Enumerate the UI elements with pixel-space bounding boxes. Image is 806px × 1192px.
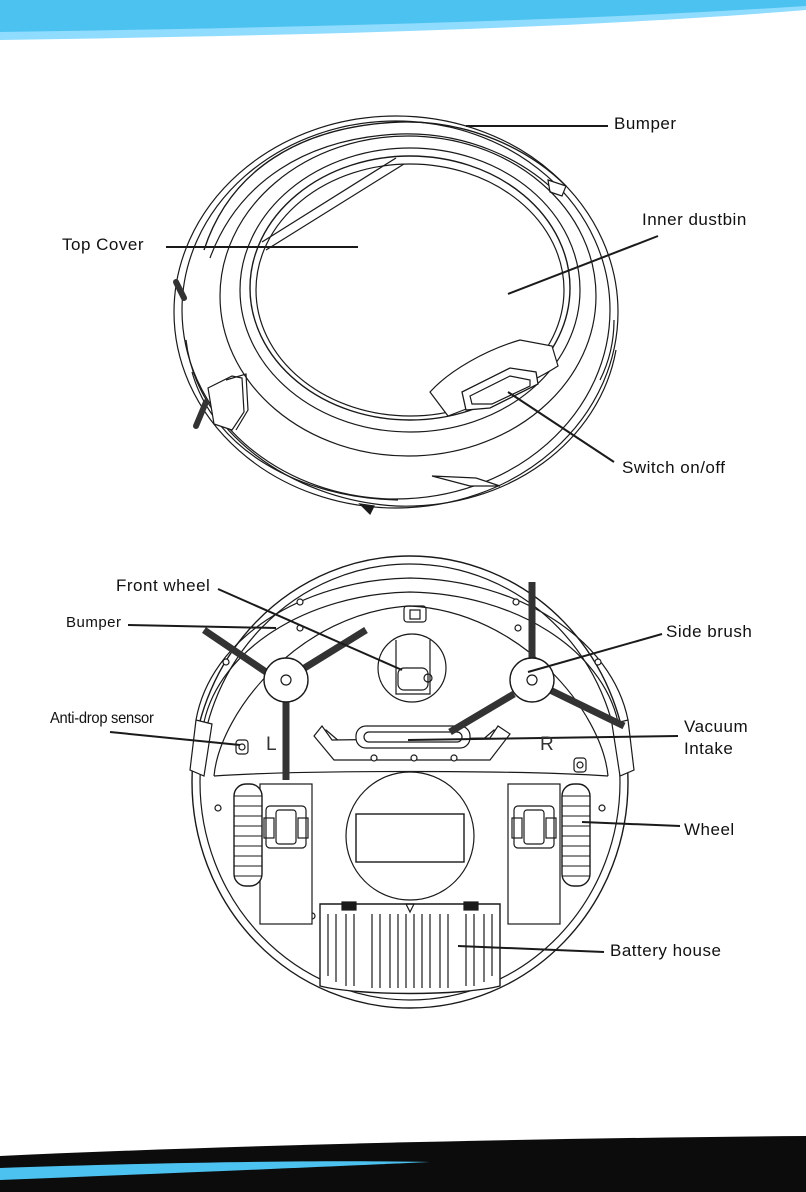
header-swoosh: [0, 0, 806, 40]
robot-top-view: [174, 116, 618, 514]
label-wheel: Wheel: [684, 820, 735, 840]
side-mark-right: R: [540, 734, 554, 756]
label-vacuum: Vacuum: [684, 717, 748, 737]
label-top-cover: Top Cover: [62, 235, 144, 255]
label-front-wheel: Front wheel: [116, 576, 210, 596]
label-bumper-top: Bumper: [614, 114, 677, 134]
label-side-brush: Side brush: [666, 622, 752, 642]
robot-bottom-view: [190, 556, 634, 1008]
label-bumper-bottom: Bumper: [66, 614, 122, 631]
label-intake: Intake: [684, 739, 733, 759]
label-anti-drop-sensor: Anti-drop sensor: [50, 710, 154, 728]
label-battery-house: Battery house: [610, 941, 721, 961]
label-inner-dustbin: Inner dustbin: [642, 210, 747, 230]
side-mark-left: L: [266, 734, 277, 756]
label-switch: Switch on/off: [622, 458, 726, 478]
footer-swoosh: [0, 1136, 806, 1192]
